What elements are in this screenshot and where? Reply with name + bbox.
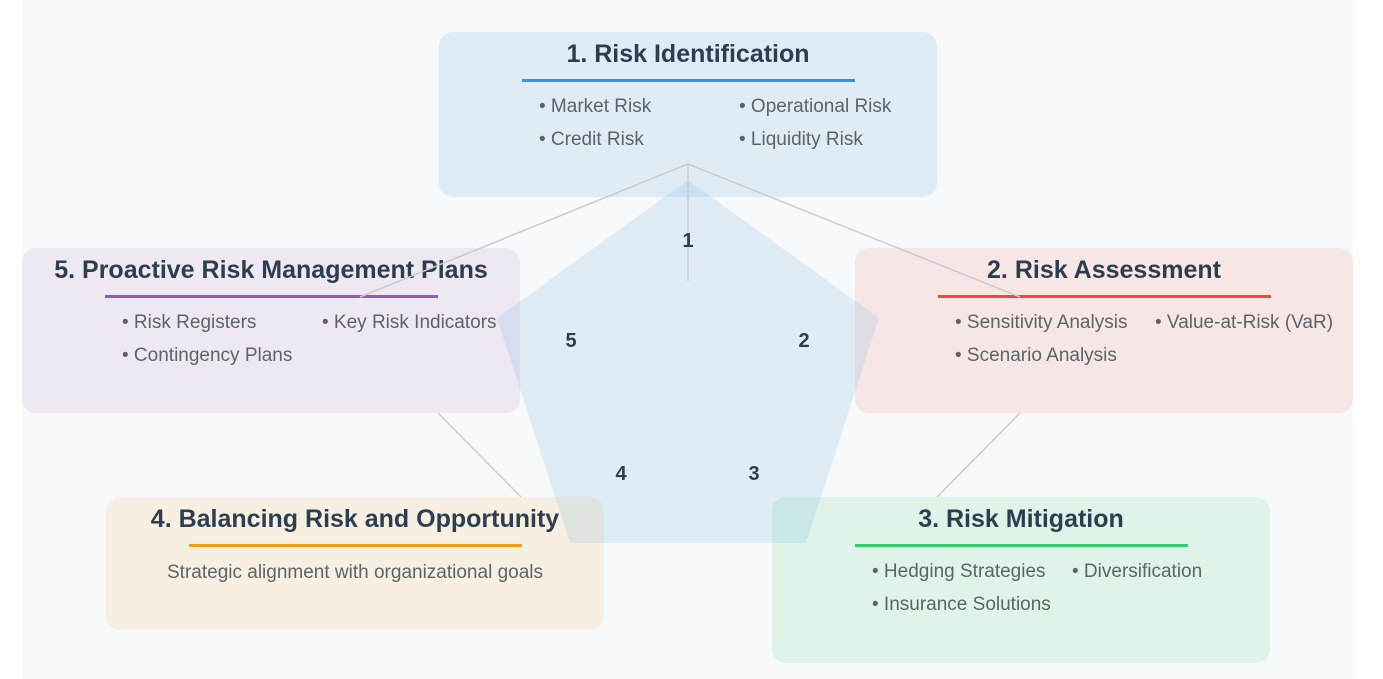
title-underline	[105, 295, 438, 298]
stage-title: 4. Balancing Risk and Opportunity	[150, 505, 560, 533]
stage-title: 5. Proactive Risk Management Plans	[54, 256, 488, 284]
stage-proactive-plans: 5. Proactive Risk Management Plans • Ris…	[22, 248, 520, 413]
title-underline	[189, 544, 522, 547]
list-item: • Scenario Analysis	[955, 345, 1117, 366]
list-item: • Key Risk Indicators	[322, 312, 497, 333]
stage-items: • Sensitivity Analysis • Value-at-Risk (…	[955, 311, 1355, 367]
stage-balancing-risk-opportunity: 4. Balancing Risk and Opportunity Strate…	[106, 497, 604, 630]
background	[22, 0, 1353, 679]
list-item: • Market Risk	[539, 96, 652, 117]
stage-risk-mitigation: 3. Risk Mitigation • Hedging Strategies …	[772, 497, 1270, 663]
stage-title: 3. Risk Mitigation	[918, 505, 1124, 533]
list-item: • Operational Risk	[739, 96, 892, 117]
list-item: • Credit Risk	[539, 129, 644, 150]
stage-title: 2. Risk Assessment	[987, 256, 1221, 284]
title-underline	[938, 295, 1271, 298]
title-underline	[522, 79, 855, 82]
list-item: • Value-at-Risk (VaR)	[1155, 312, 1334, 333]
list-item: • Contingency Plans	[122, 345, 293, 366]
stage-items: • Hedging Strategies • Diversification •…	[872, 560, 1272, 616]
stage-items: • Market Risk • Operational Risk • Credi…	[539, 95, 939, 151]
list-item: • Diversification	[1072, 561, 1203, 582]
stage-description: Strategic alignment with organizational …	[167, 562, 543, 583]
list-item: • Insurance Solutions	[872, 594, 1051, 615]
stage-items: • Risk Registers • Key Risk Indicators •…	[122, 311, 522, 367]
title-underline	[855, 544, 1188, 547]
stage-risk-identification: 1. Risk Identification • Market Risk • O…	[439, 32, 937, 197]
list-item: • Liquidity Risk	[739, 129, 863, 150]
stage-title: 1. Risk Identification	[566, 40, 810, 68]
list-item: • Hedging Strategies	[872, 561, 1046, 582]
list-item: • Risk Registers	[122, 312, 257, 333]
stage-risk-assessment: 2. Risk Assessment • Sensitivity Analysi…	[855, 248, 1353, 413]
list-item: • Sensitivity Analysis	[955, 312, 1128, 333]
